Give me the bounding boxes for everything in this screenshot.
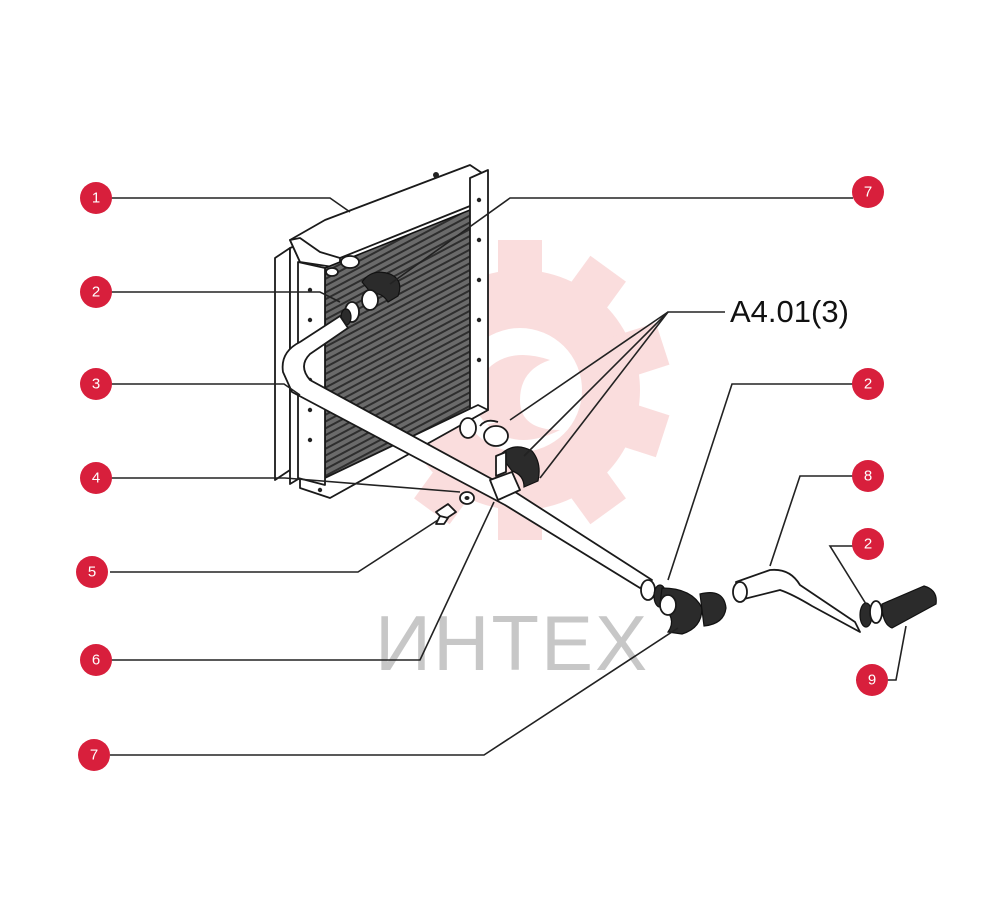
callout-4[interactable]: 4 [80,462,112,494]
leader-lines [110,197,907,756]
callout-6[interactable]: 6 [80,644,112,676]
callout-number: 5 [88,564,96,581]
gear-tooth [608,399,670,458]
gear-tooth [498,240,542,290]
callout-number: 2 [92,284,100,301]
lower-elbow-part [640,579,727,635]
bolt-part [435,503,457,525]
callout-7-top[interactable]: 7 [852,176,884,208]
callout-number: 2 [864,376,872,393]
gear-tooth [560,255,626,323]
callout-number: 6 [92,652,100,669]
callout-number: 9 [868,672,876,689]
callout-2-right-lower[interactable]: 2 [852,528,884,560]
callout-number: 4 [92,470,100,487]
callout-1[interactable]: 1 [80,182,112,214]
callout-number: 7 [864,184,872,201]
callout-2[interactable]: 2 [80,276,112,308]
callout-5[interactable]: 5 [76,556,108,588]
gear-tooth [560,457,626,525]
hose-part [859,585,937,629]
bent-pipe-part [732,568,861,633]
callout-number: 7 [90,747,98,764]
reference-label: A4.01(3) [730,294,849,329]
callout-2-right-upper[interactable]: 2 [852,368,884,400]
callout-number: 3 [92,376,100,393]
callout-9[interactable]: 9 [856,664,888,696]
callout-number: 2 [864,536,872,553]
callout-3[interactable]: 3 [80,368,112,400]
callout-number: 1 [92,190,100,207]
callout-number: 8 [864,468,872,485]
watermark-text: ИНТЕХ [375,599,649,687]
callout-7-bottom[interactable]: 7 [78,739,110,771]
washer-part [459,491,475,505]
gear-tooth [608,322,670,381]
callout-8[interactable]: 8 [852,460,884,492]
